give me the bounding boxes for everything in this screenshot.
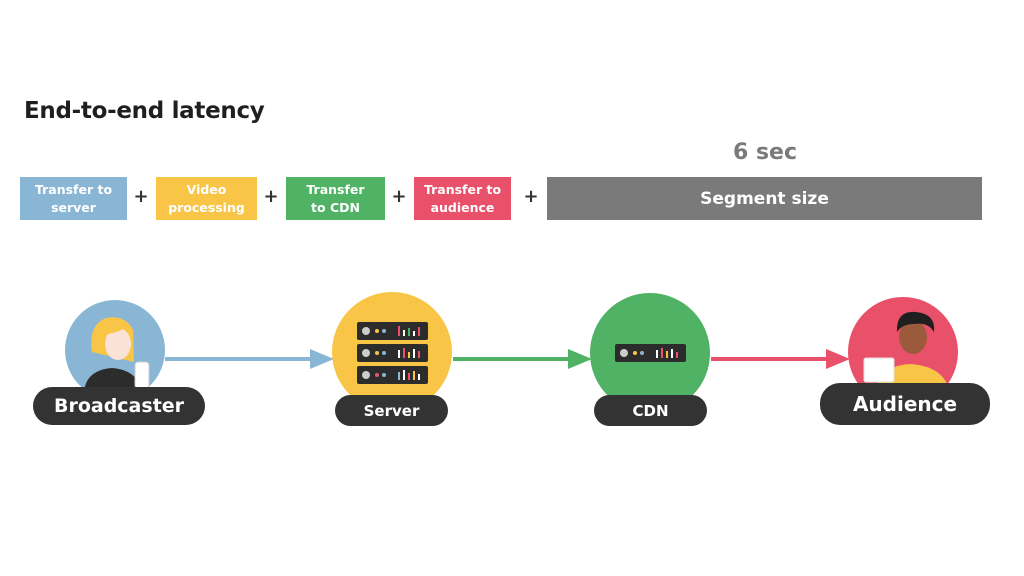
arrow-to-server <box>165 349 334 369</box>
server-icon <box>332 292 452 412</box>
plus-sign: + <box>523 186 539 207</box>
broadcaster-icon <box>65 300 165 400</box>
stage-label: Transfer to server <box>34 181 113 215</box>
arrow-to-cdn <box>453 349 592 369</box>
stage-transfer-to-cdn: Transfer to CDN <box>286 177 385 220</box>
audience-icon <box>848 297 958 407</box>
node-label-broadcaster: Broadcaster <box>33 387 205 425</box>
node-label-cdn: CDN <box>594 395 707 426</box>
plus-sign: + <box>391 186 407 207</box>
stage-transfer-to-audience: Transfer to audience <box>414 177 511 220</box>
stage-label: Transfer to audience <box>423 181 502 215</box>
plus-sign: + <box>263 186 279 207</box>
diagram-title: End-to-end latency <box>24 98 265 124</box>
node-label-server: Server <box>335 395 448 426</box>
segment-duration-label: 6 sec <box>732 140 798 165</box>
cdn-icon <box>590 293 710 413</box>
stage-label: Transfer to CDN <box>306 181 365 215</box>
stage-transfer-to-server: Transfer to server <box>20 177 127 220</box>
stage-label: Segment size <box>700 188 829 209</box>
stage-label: Video processing <box>168 181 245 215</box>
stage-video-processing: Video processing <box>156 177 257 220</box>
stage-segment-size: Segment size <box>547 177 982 220</box>
arrow-to-audience <box>711 349 850 369</box>
node-label-audience: Audience <box>820 383 990 425</box>
plus-sign: + <box>133 186 149 207</box>
